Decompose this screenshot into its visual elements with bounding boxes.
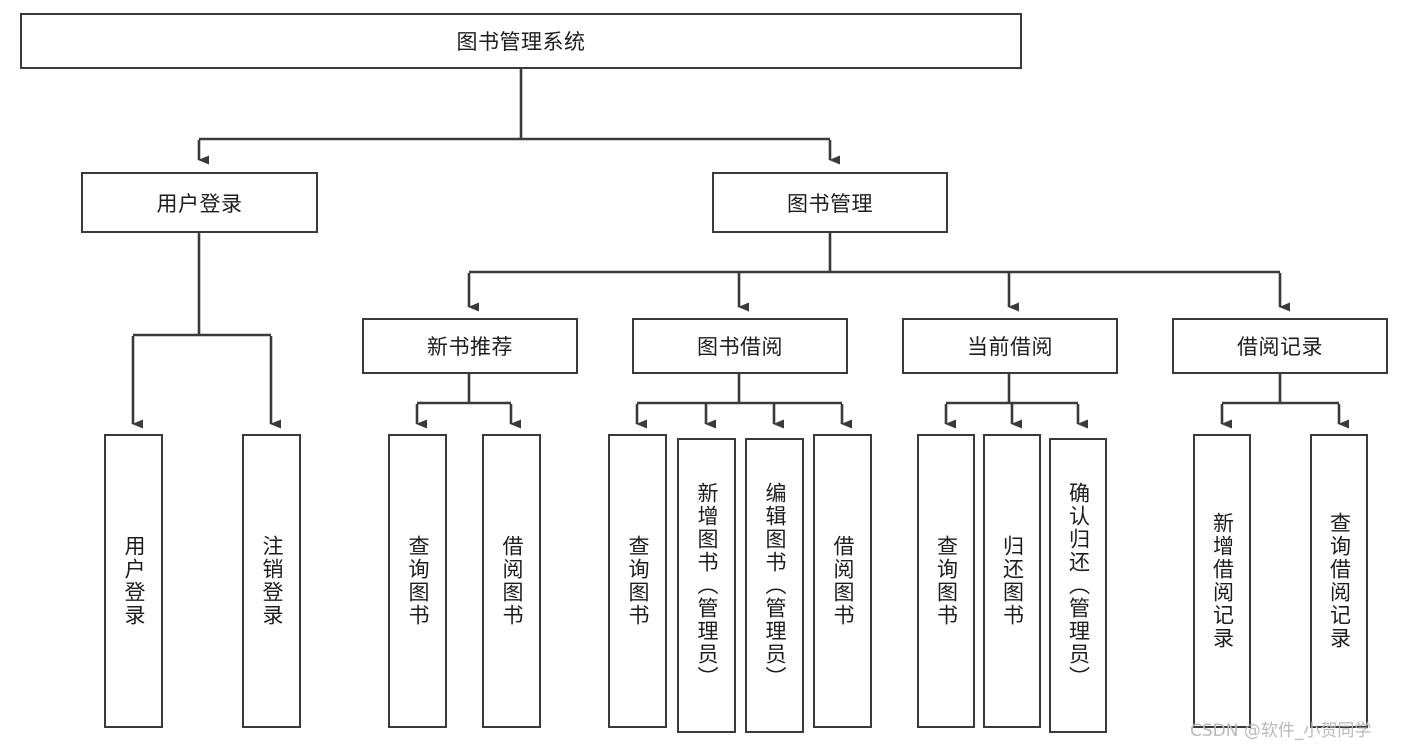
node-label: 编辑图书（管理员） — [763, 482, 787, 689]
node-label: 用户登录 — [122, 535, 146, 627]
node-book-management-system[interactable]: 图书管理系统 — [20, 13, 1022, 69]
node-leaf-add-book-admin[interactable]: 新增图书（管理员） — [677, 438, 736, 733]
node-label: 新书推荐 — [427, 335, 513, 359]
node-label: 归还图书 — [1000, 535, 1025, 627]
watermark-text: CSDN @软件_小贺同学 — [1190, 721, 1372, 741]
node-leaf-return-book[interactable]: 归还图书 — [983, 434, 1041, 728]
node-user-login[interactable]: 用户登录 — [81, 172, 318, 233]
node-label: 查询图书 — [406, 535, 430, 627]
node-label: 查询图书 — [626, 535, 650, 627]
node-leaf-query-book-3[interactable]: 查询图书 — [917, 434, 975, 728]
node-leaf-edit-book-admin[interactable]: 编辑图书（管理员） — [745, 438, 804, 733]
node-leaf-borrow-book-1[interactable]: 借阅图书 — [482, 434, 541, 728]
node-label: 借阅图书 — [500, 535, 524, 627]
node-book-manage[interactable]: 图书管理 — [712, 172, 948, 233]
node-leaf-logout-login[interactable]: 注销登录 — [242, 434, 301, 728]
node-label: 用户登录 — [156, 191, 243, 216]
node-label: 确认归还（管理员） — [1066, 482, 1091, 689]
node-leaf-confirm-return-admin[interactable]: 确认归还（管理员） — [1049, 438, 1107, 733]
node-label: 图书借阅 — [697, 335, 783, 359]
node-label: 借阅记录 — [1237, 335, 1323, 359]
node-label: 图书管理 — [787, 191, 873, 216]
node-label: 查询图书 — [934, 535, 959, 627]
node-leaf-borrow-book-2[interactable]: 借阅图书 — [813, 434, 872, 728]
node-label: 新增借阅记录 — [1210, 512, 1235, 650]
node-leaf-add-borrow-record[interactable]: 新增借阅记录 — [1193, 434, 1251, 728]
node-label: 借阅图书 — [831, 535, 855, 627]
node-leaf-query-book-1[interactable]: 查询图书 — [388, 434, 447, 728]
node-borrow-record[interactable]: 借阅记录 — [1172, 318, 1388, 374]
node-label: 当前借阅 — [967, 335, 1053, 359]
node-label: 图书管理系统 — [456, 30, 586, 54]
node-current-borrow[interactable]: 当前借阅 — [902, 318, 1118, 374]
node-leaf-user-login[interactable]: 用户登录 — [104, 434, 163, 728]
node-leaf-query-borrow-record[interactable]: 查询借阅记录 — [1310, 434, 1368, 728]
node-book-borrow[interactable]: 图书借阅 — [632, 318, 848, 374]
node-new-book-recommend[interactable]: 新书推荐 — [362, 318, 578, 374]
node-label: 新增图书（管理员） — [695, 482, 719, 689]
node-label: 注销登录 — [260, 535, 284, 627]
node-label: 查询借阅记录 — [1327, 512, 1352, 650]
node-leaf-query-book-2[interactable]: 查询图书 — [608, 434, 667, 728]
